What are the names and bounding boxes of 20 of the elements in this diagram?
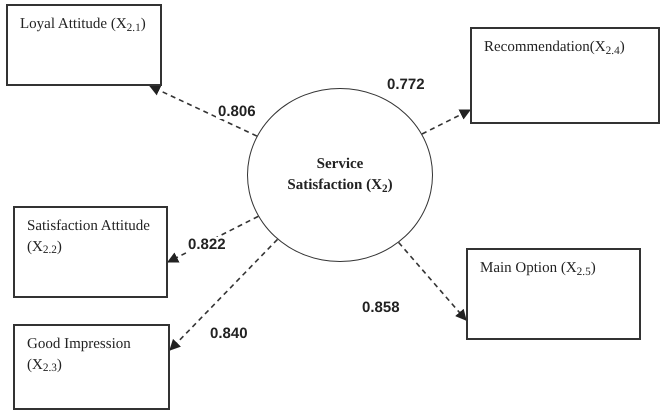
indicator-label: Satisfaction Attitude (X$_{2.2}$) <box>27 217 151 258</box>
indicator-label: Good Impression (X$_{2.3}$) <box>27 335 132 376</box>
indicator-box <box>13 324 170 410</box>
edge-label: 0.806 <box>216 104 258 119</box>
construct-label: Service Satisfaction (X$_{2}$) <box>286 155 394 196</box>
dashed-arrow <box>169 238 278 351</box>
indicator-label: Loyal Attitude (X$_{2.1}$) <box>20 15 146 35</box>
indicator-box <box>13 206 168 298</box>
indicator-box <box>466 248 641 340</box>
indicator-box <box>470 27 660 124</box>
edge-label: 0.772 <box>385 77 427 92</box>
indicator-label: Main Option (X$_{2.5}$) <box>480 259 596 279</box>
dashed-arrow <box>148 85 258 137</box>
edge-label: 0.822 <box>186 237 228 252</box>
dashed-arrow <box>422 109 471 135</box>
edge-label: 0.858 <box>360 300 402 315</box>
dashed-arrow <box>398 242 467 321</box>
edge-label: 0.840 <box>208 326 250 341</box>
indicator-box <box>6 4 162 86</box>
indicator-label: Recommendation(X$_{2.4}$) <box>484 38 625 58</box>
